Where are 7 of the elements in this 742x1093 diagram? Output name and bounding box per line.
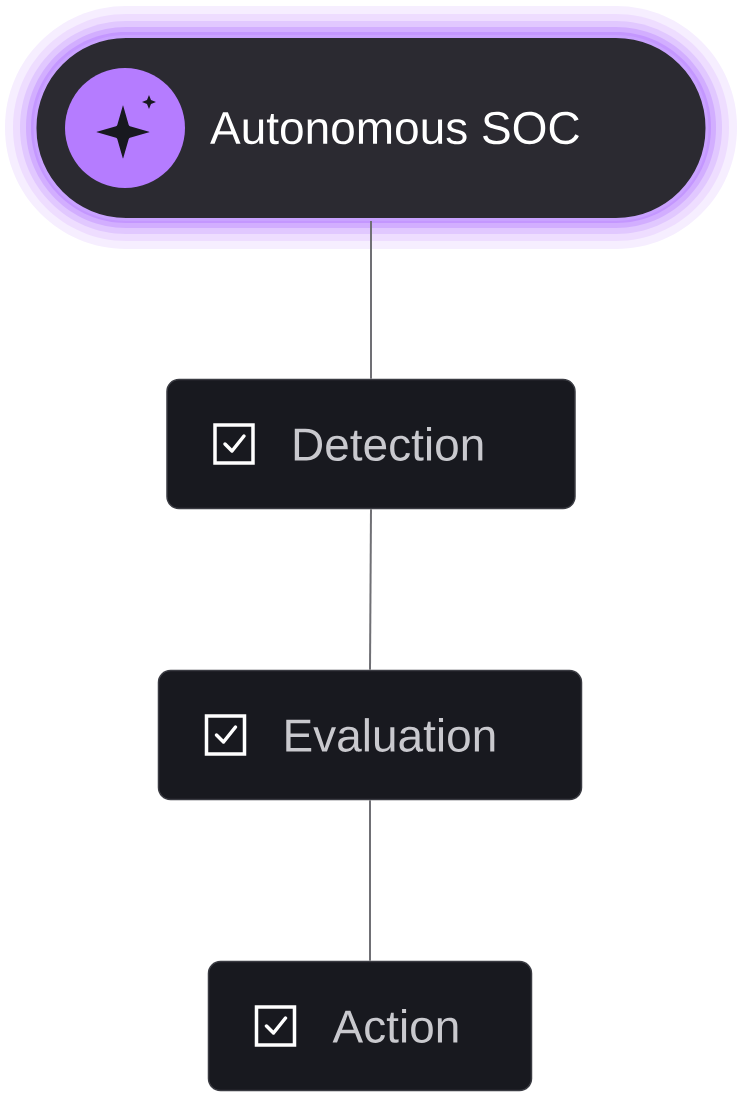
- connector-line: [369, 508, 372, 671]
- step-box: Action: [207, 960, 533, 1092]
- step-box: Detection: [166, 378, 576, 510]
- connector-line: [369, 799, 371, 962]
- step-box: Evaluation: [157, 669, 583, 801]
- connector-line: [370, 220, 372, 380]
- pill-node: Autonomous SOC: [5, 6, 737, 249]
